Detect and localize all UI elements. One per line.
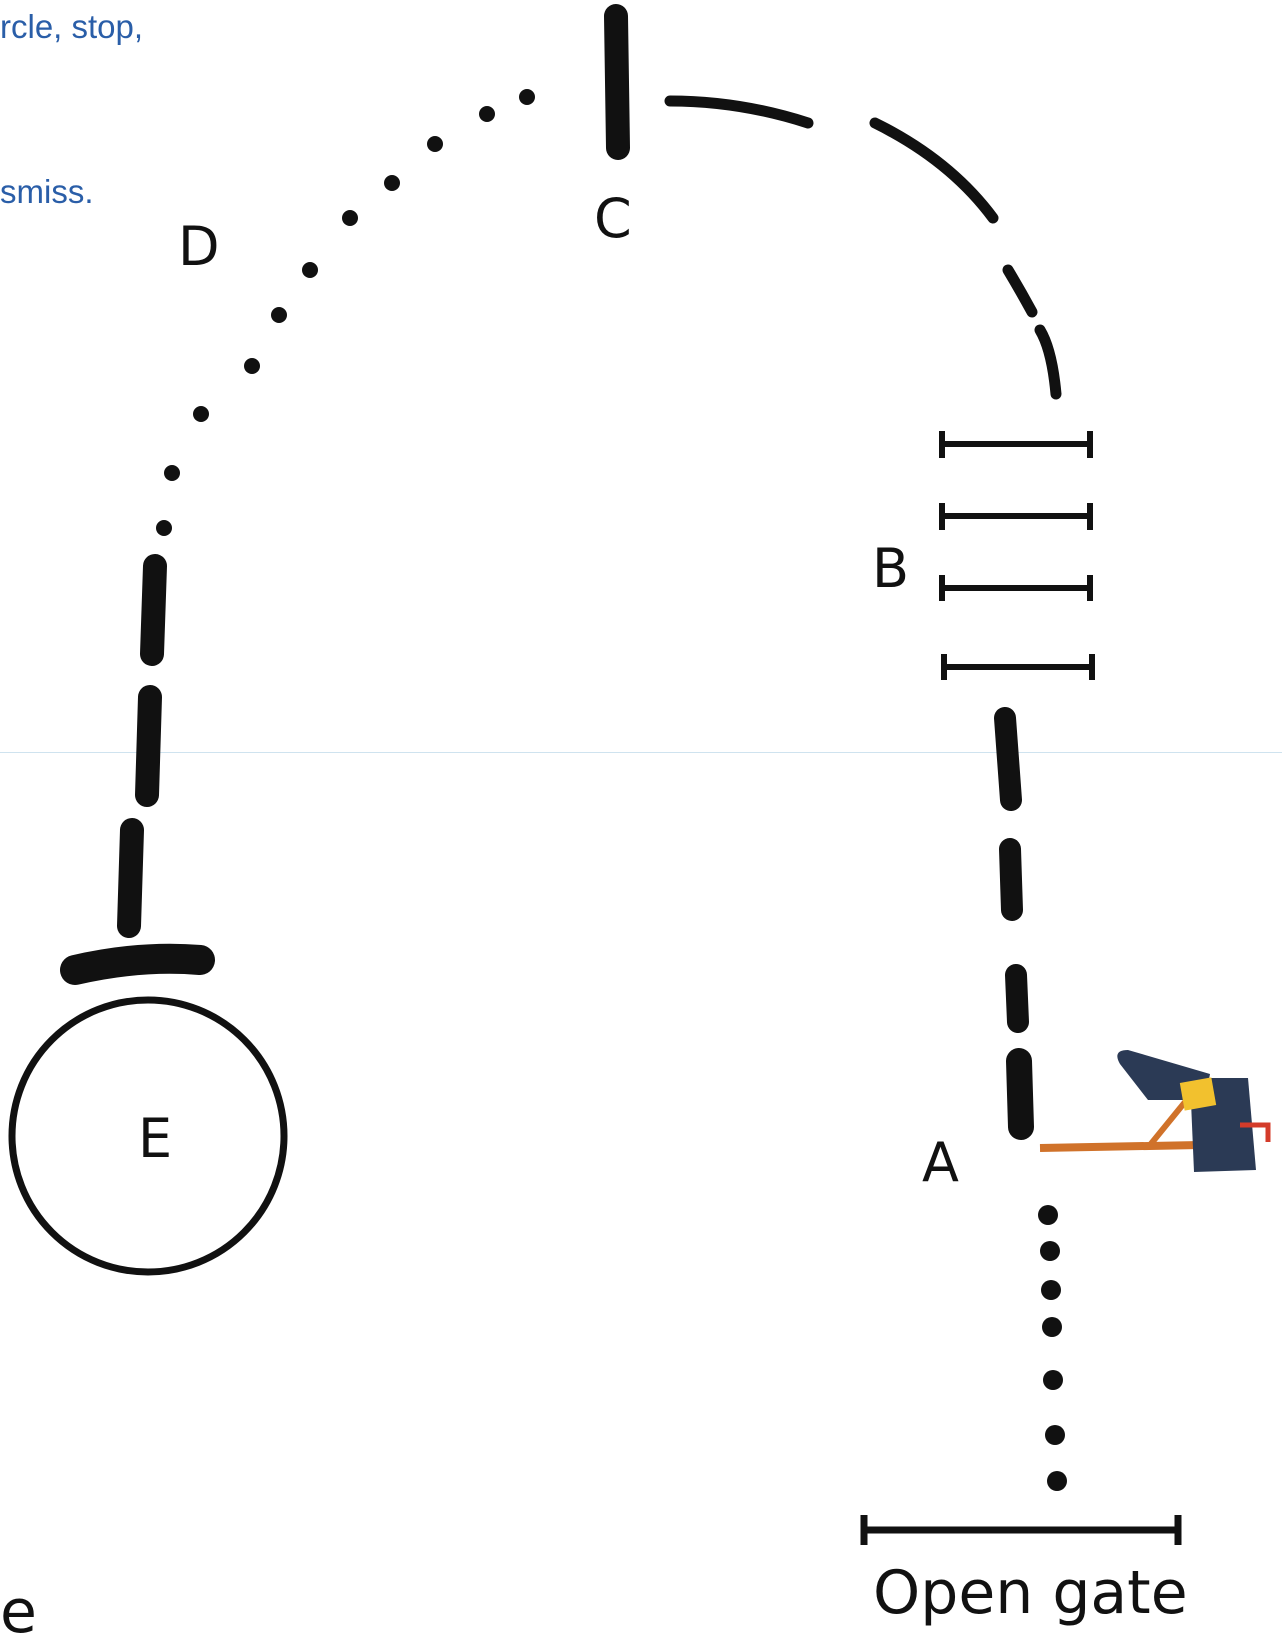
stop-bar-e xyxy=(60,943,215,985)
station-label-b: B xyxy=(872,537,910,600)
circle-e xyxy=(8,996,288,1276)
dashed-arc-b-to-c xyxy=(664,95,1062,400)
dotted-arc-c-to-d xyxy=(156,89,535,536)
dashed-path-d-to-e xyxy=(117,554,167,938)
open-gate-bar xyxy=(860,1515,1182,1545)
dashed-path-a-to-b xyxy=(994,707,1034,1140)
ladder-b xyxy=(939,431,1095,680)
station-label-a: A xyxy=(922,1131,959,1194)
hand-drill-icon xyxy=(1039,1050,1271,1172)
dotted-path-gate-to-a xyxy=(1038,1205,1067,1491)
station-label-d: D xyxy=(178,215,220,278)
text-fragment-bottom-left: e xyxy=(0,1577,37,1647)
stop-bar-c xyxy=(604,4,630,160)
page-divider xyxy=(0,752,1282,753)
instruction-fragment-2: smiss. xyxy=(0,173,94,210)
station-label-e: E xyxy=(138,1107,173,1170)
open-gate-label: Open gate xyxy=(873,1558,1188,1628)
station-label-c: C xyxy=(594,187,632,250)
instruction-fragment-1: rcle, stop, xyxy=(0,8,144,45)
